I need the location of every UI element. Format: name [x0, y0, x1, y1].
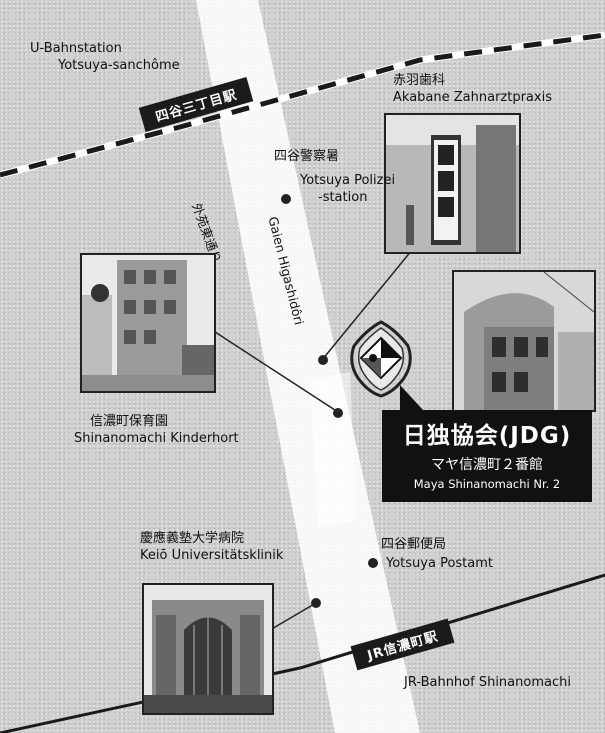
kinderhort-jp: 信濃町保育園 — [90, 414, 169, 429]
photo-kinderhort-image — [82, 255, 214, 391]
post-jp: 四谷郵便局 — [381, 537, 447, 552]
jdg-building-jp: マヤ信濃町２番館 — [431, 457, 543, 473]
label-police: 四谷警察暑 — [274, 148, 339, 165]
photo-kinderhort — [80, 253, 216, 393]
photo-keio-image — [144, 585, 272, 713]
jdg-building-de: Maya Shinanomachi Nr. 2 — [413, 477, 561, 491]
photo-jdg-image — [454, 272, 594, 410]
police-de2: -station — [318, 190, 368, 205]
jr-station-label: JR-Bahnhof Shinanomachi — [404, 675, 571, 690]
jdg-name: 日独協会(JDG) — [402, 423, 572, 449]
connector-kinderhort — [211, 329, 339, 413]
label-jr-station: JR-Bahnhof Shinanomachi — [404, 674, 571, 691]
photo-akabane-image — [386, 115, 519, 252]
label-post-de: Yotsuya Postamt — [386, 555, 493, 572]
post-de: Yotsuya Postamt — [386, 556, 493, 571]
keio-jp: 慶應義塾大学病院 — [140, 531, 245, 546]
kinderhort-de: Shinanomachi Kinderhort — [74, 431, 239, 446]
label-police-de: Yotsuya Polizei -station — [300, 172, 395, 206]
police-jp: 四谷警察暑 — [274, 149, 340, 164]
connector-keio — [269, 602, 317, 631]
label-kinderhort-de: Shinanomachi Kinderhort — [74, 430, 239, 447]
photo-jdg-building — [452, 270, 596, 412]
dot-post — [368, 558, 378, 568]
photo-akabane — [384, 113, 521, 254]
police-de1: Yotsuya Polizei — [300, 173, 396, 188]
road-gaien-higashidori — [196, 0, 420, 733]
akabane-de: Akabane Zahnarztpraxis — [393, 90, 552, 105]
photo-keio — [142, 583, 274, 715]
jdg-pointer — [400, 385, 423, 410]
dot-keio — [311, 598, 321, 608]
jr-line — [0, 573, 605, 733]
label-ubahn-station: U-Bahnstation Yotsuya-sanchôme — [30, 40, 180, 74]
keio-de: Keiō Universitätsklinik — [140, 548, 284, 563]
label-post-jp: 四谷郵便局 — [381, 536, 446, 553]
jdg-info-box: 日独協会(JDG) マヤ信濃町２番館 Maya Shinanomachi Nr.… — [382, 410, 592, 502]
jdg-emblem-icon — [350, 320, 412, 398]
label-akabane: 赤羽歯科 Akabane Zahnarztpraxis — [393, 72, 552, 106]
akabane-jp: 赤羽歯科 — [393, 73, 446, 88]
label-keio: 慶應義塾大学病院 Keiō Universitätsklinik — [140, 530, 283, 564]
label-kinderhort: 信濃町保育園 — [90, 413, 168, 430]
connector-akabane — [321, 249, 413, 361]
road-side-street — [310, 372, 356, 528]
dot-kinderhort — [333, 408, 343, 418]
ubahn-line1: U-Bahnstation — [30, 41, 122, 56]
dot-akabane — [318, 355, 328, 365]
ubahn-line2: Yotsuya-sanchôme — [58, 58, 180, 73]
dot-police — [281, 194, 291, 204]
